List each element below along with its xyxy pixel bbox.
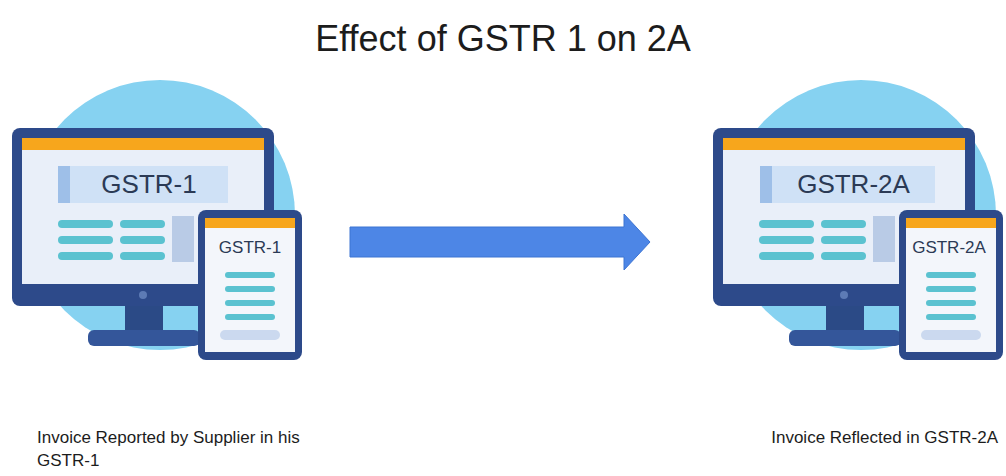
window-bar: [22, 138, 264, 150]
tablet-label: GSTR-2A: [904, 236, 994, 260]
text-line: [225, 286, 275, 292]
computer-scene: [12, 80, 302, 360]
flow-arrow: [350, 214, 650, 270]
label-text: GSTR-1: [101, 169, 196, 200]
screen-label: GSTR-1: [58, 166, 228, 203]
text-line: [58, 220, 113, 228]
diagram-title: Effect of GSTR 1 on 2A: [0, 18, 1006, 60]
text-line: [120, 220, 165, 228]
text-line: [120, 236, 165, 244]
text-line: [120, 252, 165, 260]
screen-panel: [172, 216, 194, 262]
screen-label: GSTR-2A: [760, 166, 935, 203]
tablet-frame: [198, 210, 302, 360]
device-group: Invoice Reported by Supplier in his GSTR…: [0, 90, 350, 476]
device-group: Invoice Reflected in GSTR-2A GSTR-2A GSTR-…: [650, 90, 1006, 476]
label-text: GSTR-1: [219, 238, 281, 258]
computer-scene: [713, 80, 1003, 360]
button-pill: [220, 330, 280, 340]
text-line: [225, 272, 275, 278]
monitor-base: [88, 330, 200, 346]
text-line: [58, 236, 113, 244]
caption-text: Invoice Reported by Supplier in his GSTR…: [37, 427, 312, 473]
tablet-label: GSTR-1: [205, 236, 295, 260]
window-bar: [205, 218, 295, 228]
text-line: [58, 252, 113, 260]
text-line: [225, 314, 275, 320]
caption-text: Invoice Reflected in GSTR-2A: [742, 427, 998, 450]
label-text: GSTR-2A: [797, 169, 910, 200]
tablet-screen: [205, 218, 295, 352]
label-text: GSTR-2A: [912, 238, 986, 258]
power-dot: [139, 291, 147, 299]
text-line: [225, 300, 275, 306]
